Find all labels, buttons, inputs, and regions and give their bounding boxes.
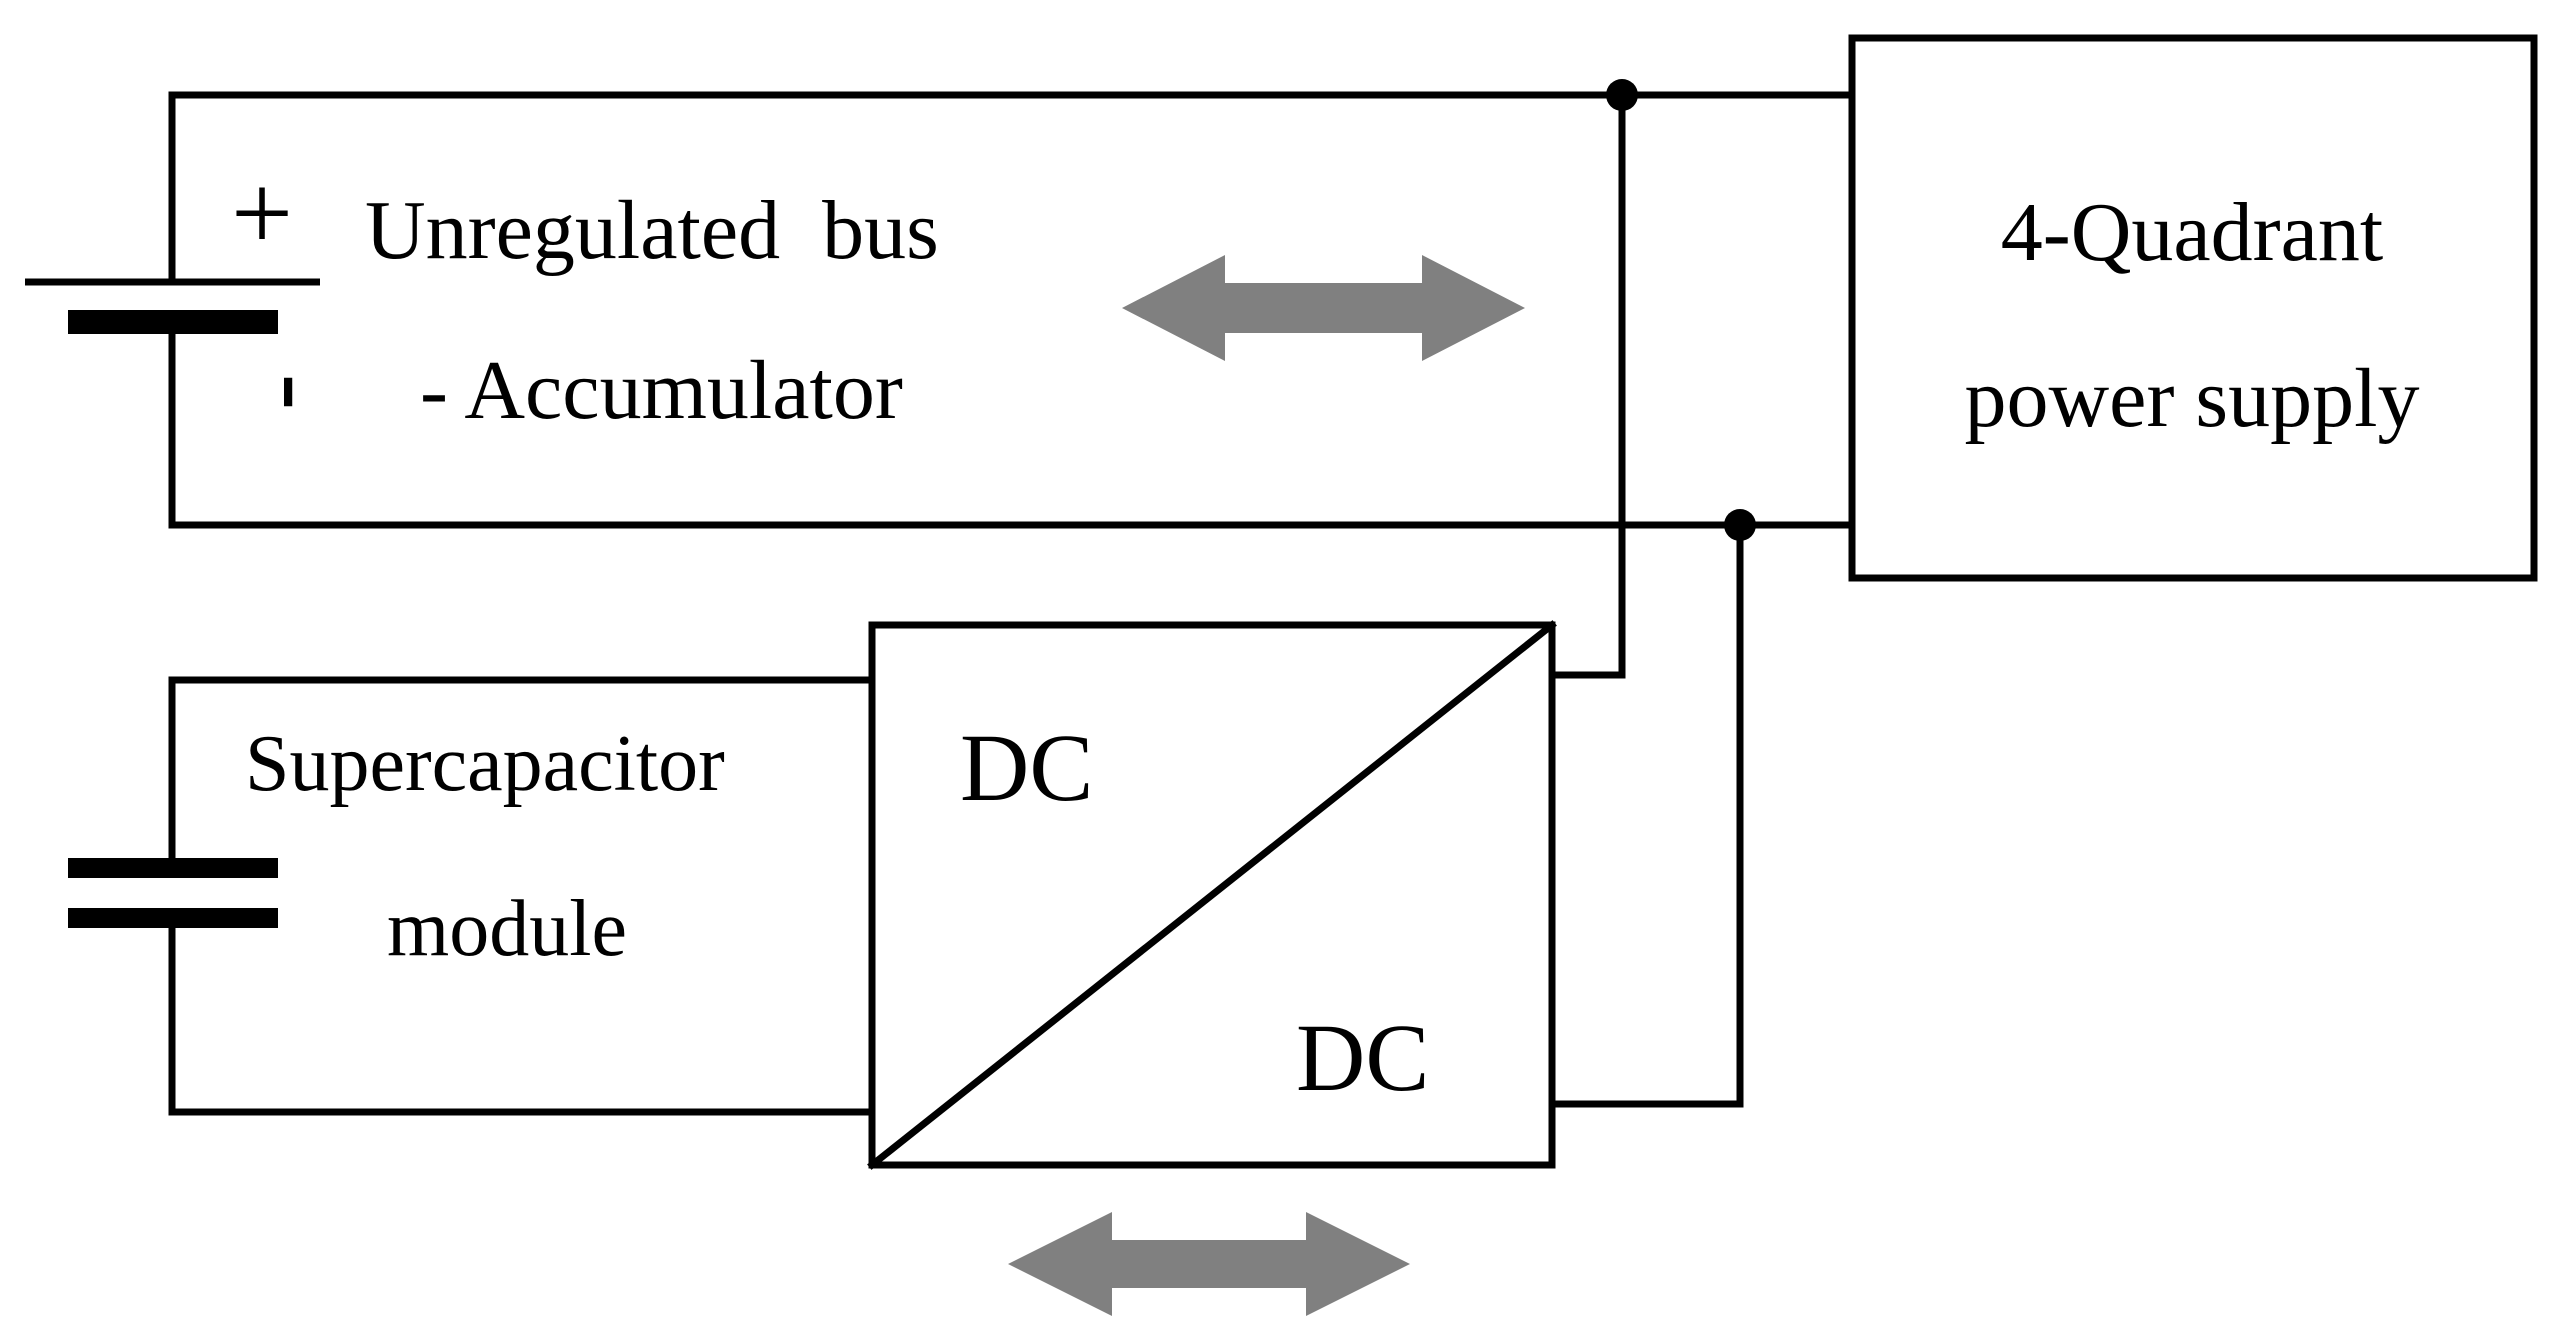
bus-label-line1: Unregulated bus	[365, 184, 939, 277]
battery-icon	[25, 278, 320, 334]
junction-dot-bottom	[1724, 509, 1756, 541]
converter-diagonal	[867, 620, 1557, 1170]
capacitor-icon	[68, 858, 278, 928]
battery-minus-sign: -	[238, 374, 360, 411]
converter-lower-wire	[1551, 521, 1744, 1108]
supercap-label-line1: Supercapacitor	[245, 720, 725, 808]
bus-top-wire	[168, 91, 1852, 279]
bus-label-line2: - Accumulator	[420, 344, 903, 437]
converter-dc-bottom-label: DC	[1296, 1004, 1429, 1111]
junction-dot-top	[1606, 79, 1638, 111]
converter-dc-top-label: DC	[960, 714, 1093, 821]
supercap-bottom-wire	[168, 916, 876, 1116]
supercap-label-line2: module	[387, 885, 627, 973]
bidirectional-arrow-icon	[1122, 255, 1525, 361]
supercap-top-wire	[168, 676, 876, 864]
battery-plus-sign: +	[231, 152, 293, 274]
converter-upper-wire	[1551, 91, 1626, 679]
bidirectional-arrow-icon	[1008, 1212, 1410, 1316]
power-supply-label-line1: 4-Quadrant	[2001, 186, 2384, 279]
power-supply-label-line2: power supply	[1965, 352, 2420, 445]
power-supply-box	[1848, 34, 2538, 582]
bus-bottom-wire	[168, 318, 1852, 529]
